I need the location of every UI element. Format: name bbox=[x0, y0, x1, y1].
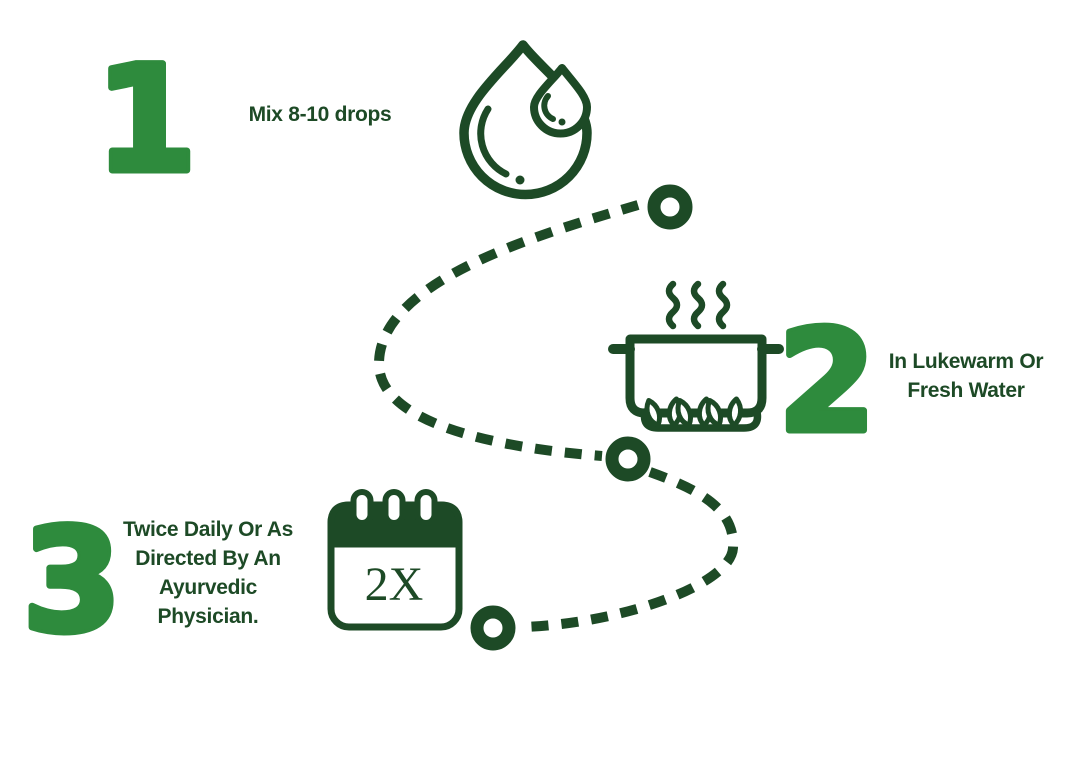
steam-icon bbox=[665, 280, 731, 330]
step-1-number: 1 bbox=[95, 35, 197, 205]
boiling-pot-icon bbox=[608, 280, 784, 432]
dashed-route-segment-1 bbox=[373, 200, 640, 461]
step-3-label: Twice Daily Or As Directed By An Ayurved… bbox=[123, 518, 293, 628]
step-2-label: In Lukewarm Or Fresh Water bbox=[888, 350, 1044, 402]
calendar-icon: 2X bbox=[327, 489, 463, 631]
step-1-label: Mix 8-10 drops bbox=[248, 103, 392, 126]
dashed-route-segment-2 bbox=[523, 467, 739, 632]
step-3-number: 3 bbox=[23, 499, 122, 664]
calendar-frequency-badge: 2X bbox=[365, 558, 424, 611]
route-node-2 bbox=[605, 436, 651, 482]
water-drop-icon bbox=[459, 40, 592, 200]
route-node-3 bbox=[470, 605, 516, 651]
flame-leaves-icon bbox=[644, 396, 743, 428]
route-node-1 bbox=[647, 184, 693, 230]
calendar-rings-icon bbox=[350, 489, 438, 526]
step-2-number: 2 bbox=[778, 301, 875, 464]
